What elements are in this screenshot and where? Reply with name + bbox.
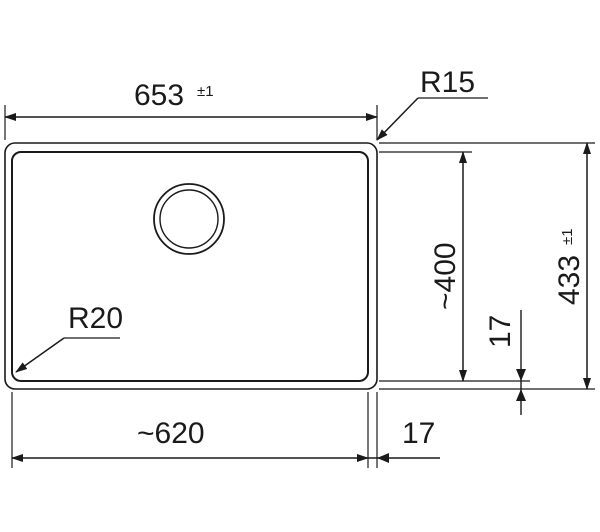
rim-bottom-arrow-top: [516, 369, 526, 381]
rim-bottom-label: 17: [484, 315, 517, 348]
sink-inner-bowl: [11, 151, 369, 382]
sink-outer-rim: [4, 142, 378, 390]
rim-bottom-arrow-bottom: [516, 389, 526, 401]
overall-width-label: 653: [134, 79, 184, 112]
drain-inner-circle: [159, 189, 219, 249]
overall-width-tolerance: ±1: [197, 83, 214, 100]
r15-label: R15: [420, 66, 475, 99]
overall-depth-label: 433: [553, 255, 586, 305]
overall-depth-tolerance: ±1: [559, 228, 576, 245]
rim-right-label: 17: [402, 417, 435, 450]
r15-leader-arrow: [376, 97, 419, 141]
r20-leader-arrow: [15, 337, 65, 373]
r20-label: R20: [68, 302, 123, 335]
drain-outer-circle: [153, 183, 225, 255]
inner-depth-label: ~400: [429, 242, 462, 310]
rim-right-arrow: [377, 453, 389, 463]
inner-width-label: ~620: [137, 417, 205, 450]
